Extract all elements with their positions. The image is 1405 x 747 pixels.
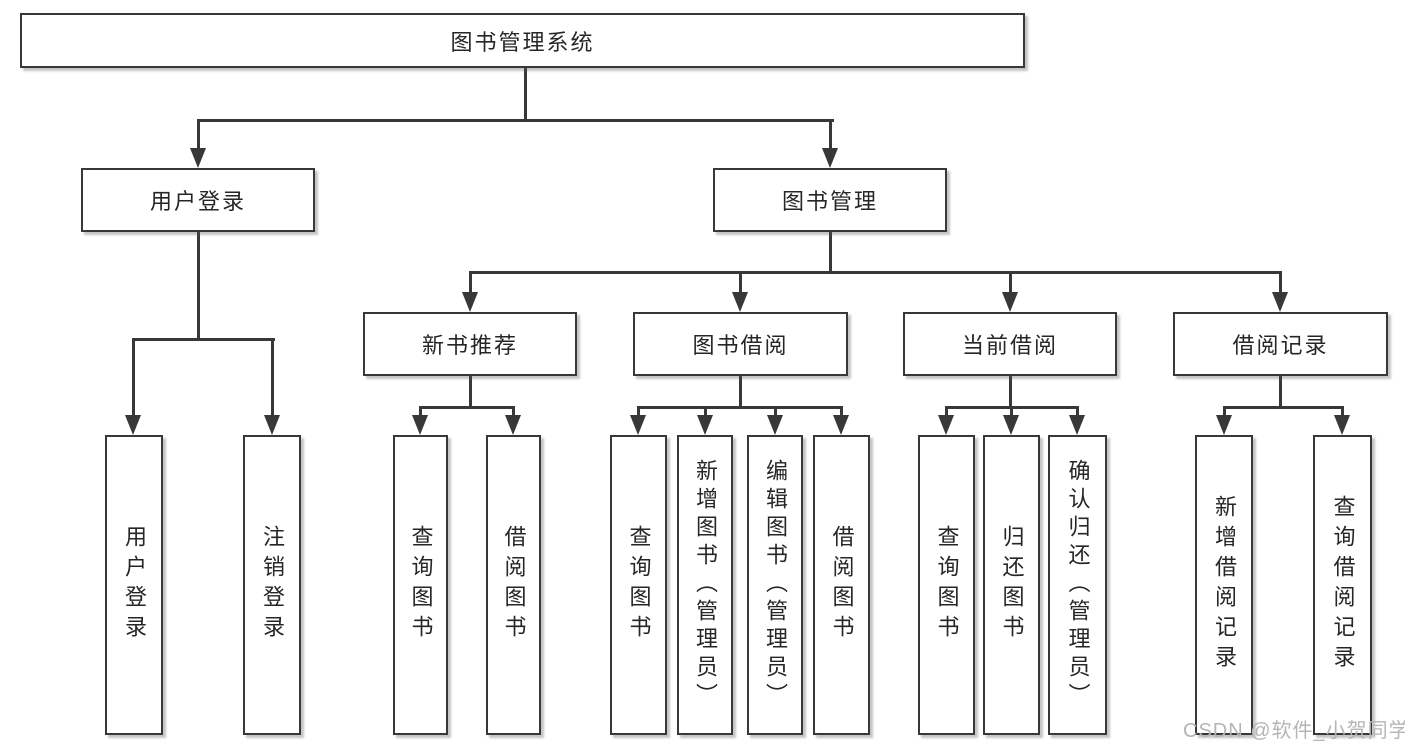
connector-root-stem xyxy=(524,68,527,122)
connector-bookmgmt-stem xyxy=(829,232,832,274)
node-label: 编辑图书（管理员） xyxy=(763,459,788,711)
connector-stem xyxy=(469,271,472,294)
node-label: 用户登录 xyxy=(149,189,246,214)
connector-stem xyxy=(1223,406,1226,417)
connector-root-splitter xyxy=(197,119,834,122)
node-label: 借阅记录 xyxy=(1232,333,1329,358)
connector-userlogin-splitter xyxy=(132,338,275,341)
connector-bookborrow-splitter xyxy=(637,406,843,409)
connector-stem xyxy=(945,406,948,417)
arrow-down-icon xyxy=(125,415,141,435)
connector-stem xyxy=(419,406,422,417)
connector-stem xyxy=(774,406,777,417)
node-label: 图书借阅 xyxy=(692,333,789,358)
leaf-borrow-book-recommend: 借阅图书 xyxy=(486,435,541,735)
node-label: 新增图书（管理员） xyxy=(693,459,718,711)
connector-stem xyxy=(132,338,135,417)
arrow-down-icon xyxy=(190,148,206,168)
node-label: 用户登录 xyxy=(122,525,147,645)
connector-stem xyxy=(1279,271,1282,294)
leaf-add-book-admin: 新增图书（管理员） xyxy=(677,435,733,735)
node-new-book-recommend: 新书推荐 xyxy=(363,312,577,376)
connector-stem xyxy=(271,338,274,417)
node-library-management-system: 图书管理系统 xyxy=(20,13,1025,68)
connector-borrowrecords-stem xyxy=(1279,376,1282,409)
node-label: 新增借阅记录 xyxy=(1212,495,1237,675)
node-label: 确认归还（管理员） xyxy=(1065,459,1091,711)
connector-stem xyxy=(829,119,832,150)
connector-currentborrow-stem xyxy=(1009,376,1012,409)
node-current-borrowing: 当前借阅 xyxy=(903,312,1117,376)
arrow-down-icon xyxy=(1002,292,1018,312)
connector-newbookrec-splitter xyxy=(419,406,515,409)
leaf-edit-book-admin: 编辑图书（管理员） xyxy=(747,435,803,735)
node-borrowing-records: 借阅记录 xyxy=(1173,312,1388,376)
arrow-down-icon xyxy=(732,292,748,312)
leaf-borrow-book-borrowing: 借阅图书 xyxy=(813,435,870,735)
leaf-confirm-return-admin: 确认归还（管理员） xyxy=(1048,435,1107,735)
connector-stem xyxy=(704,406,707,417)
leaf-return-book: 归还图书 xyxy=(983,435,1040,735)
node-label: 当前借阅 xyxy=(961,333,1058,358)
node-user-login: 用户登录 xyxy=(81,168,315,232)
arrow-down-icon xyxy=(938,415,954,435)
node-label: 查询借阅记录 xyxy=(1330,495,1356,675)
node-label: 借阅图书 xyxy=(829,525,855,645)
connector-stem xyxy=(739,271,742,294)
node-label: 新书推荐 xyxy=(421,333,518,358)
node-label: 查询图书 xyxy=(408,525,434,645)
leaf-user-login: 用户登录 xyxy=(105,435,163,735)
arrow-down-icon xyxy=(264,415,280,435)
arrow-down-icon xyxy=(1272,292,1288,312)
csdn-watermark: CSDN @软件_小贺同学 xyxy=(1183,720,1405,742)
node-label: 归还图书 xyxy=(999,525,1025,645)
node-book-management: 图书管理 xyxy=(713,168,947,232)
leaf-query-book-recommend: 查询图书 xyxy=(393,435,448,735)
leaf-query-book-borrowing: 查询图书 xyxy=(610,435,667,735)
arrow-down-icon xyxy=(833,415,849,435)
arrow-down-icon xyxy=(697,415,713,435)
arrow-down-icon xyxy=(767,415,783,435)
connector-bookmgmt-splitter xyxy=(469,271,1281,274)
leaf-query-borrow-record: 查询借阅记录 xyxy=(1313,435,1372,735)
arrow-down-icon xyxy=(630,415,646,435)
node-book-borrowing: 图书借阅 xyxy=(633,312,848,376)
leaf-add-borrow-record: 新增借阅记录 xyxy=(1195,435,1253,735)
connector-stem xyxy=(840,406,843,417)
arrow-down-icon xyxy=(412,415,428,435)
connector-stem xyxy=(197,119,200,150)
connector-stem xyxy=(512,406,515,417)
connector-userlogin-stem xyxy=(197,232,200,341)
arrow-down-icon xyxy=(1216,415,1232,435)
leaf-query-book-current: 查询图书 xyxy=(918,435,975,735)
connector-stem xyxy=(1010,406,1013,417)
node-label: 注销登录 xyxy=(260,525,285,645)
arrow-down-icon xyxy=(462,292,478,312)
node-label: 借阅图书 xyxy=(501,525,527,645)
node-label: 查询图书 xyxy=(626,525,652,645)
arrow-down-icon xyxy=(1003,415,1019,435)
arrow-down-icon xyxy=(1334,415,1350,435)
connector-stem xyxy=(637,406,640,417)
connector-bookborrow-stem xyxy=(739,376,742,409)
node-label: 图书管理 xyxy=(781,189,878,214)
node-label: 图书管理系统 xyxy=(450,29,595,55)
leaf-logout: 注销登录 xyxy=(243,435,301,735)
connector-newbookrec-stem xyxy=(469,376,472,409)
arrow-down-icon xyxy=(505,415,521,435)
arrow-down-icon xyxy=(1069,415,1085,435)
connector-borrowrecords-splitter xyxy=(1223,406,1344,409)
arrow-down-icon xyxy=(822,148,838,168)
connector-stem xyxy=(1009,271,1012,294)
connector-stem xyxy=(1076,406,1079,417)
node-label: 查询图书 xyxy=(934,525,960,645)
connector-stem xyxy=(1341,406,1344,417)
